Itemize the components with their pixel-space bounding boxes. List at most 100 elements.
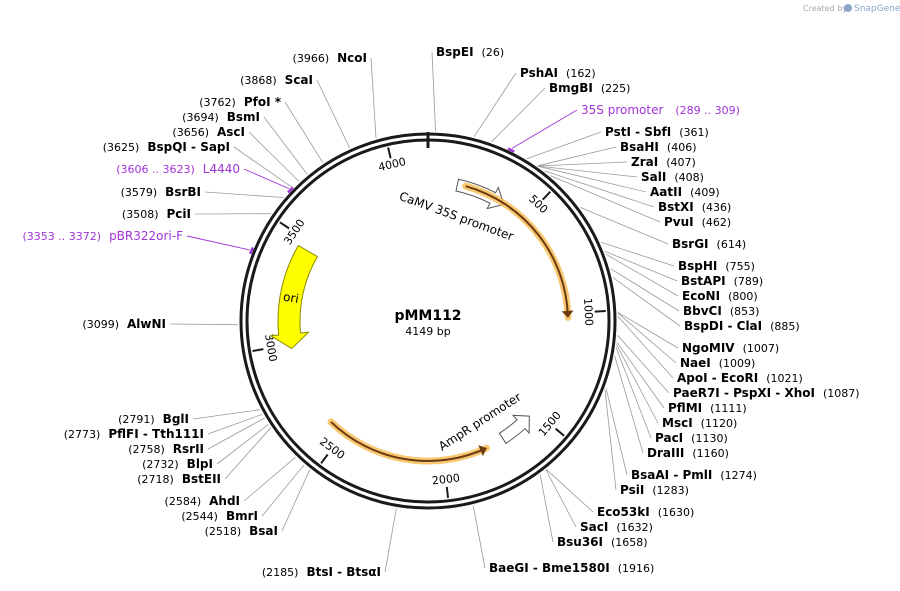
primers: 35S promoter(289 .. 309) (3606 .. 3623) L4… <box>23 103 740 255</box>
credit-brand: SnapGene <box>854 4 900 14</box>
site-label-scai: (3868)ScaI <box>240 73 313 87</box>
credit-prefix: Created by <box>803 4 847 13</box>
site-leader-line <box>538 165 647 193</box>
site-name-pflfi-tth111i: PflFI - Tth111I <box>108 427 204 441</box>
tick-mark <box>554 427 565 437</box>
site-pos-alwni: (3099) <box>82 318 119 331</box>
site-label-psti-sbfi: PstI - SbfI(361) <box>605 125 709 139</box>
site-pos-eco53ki: (1630) <box>658 506 695 519</box>
site-name-btsi-bts-i: BtsI - BtsαI <box>306 565 381 579</box>
site-label-pvui: PvuI (462) <box>664 215 731 229</box>
site-leader-line <box>248 131 300 182</box>
site-name-pvui: PvuI <box>664 215 694 229</box>
site-pos-bsrbi: (3579) <box>121 186 158 199</box>
site-label-asci: (3656)AscI <box>172 125 245 139</box>
site-pos-pflmi: (1111) <box>710 402 747 415</box>
site-pos-bsu36i: (1658) <box>611 536 648 549</box>
credit: Created by SnapGene <box>803 4 900 14</box>
site-name-saci: SacI <box>580 520 608 534</box>
tick-mark <box>387 147 392 159</box>
site-pos-econi: (800) <box>728 290 758 303</box>
site-leader-line <box>617 311 679 349</box>
site-name-bsu36i: Bsu36I <box>557 535 603 549</box>
site-label-eco53ki: Eco53kI (1630) <box>597 505 694 519</box>
site-leader-line <box>580 207 669 245</box>
site-name-paci: PacI <box>655 431 683 445</box>
site-leader-line <box>281 469 311 532</box>
ampr-promoter-label: AmpR promoter <box>436 390 524 454</box>
site-label-bsmi: (3694)BsmI <box>182 110 260 124</box>
ori-arrow <box>269 244 319 350</box>
site-pos-pvui: (462) <box>702 216 732 229</box>
primer-range-l4440: (3606 .. 3623) <box>116 163 195 176</box>
site-pos-pfoi: (3762) <box>199 96 236 109</box>
site-leader-line <box>192 409 261 420</box>
site-leader-line <box>207 417 265 450</box>
site-label-bsu36i: Bsu36I (1658) <box>557 535 648 549</box>
site-label-bspdi-clai: BspDI - ClaI(885) <box>684 319 800 333</box>
site-pos-ncoi: (3966) <box>293 52 330 65</box>
tick-label: 2500 <box>317 435 347 462</box>
site-leader-line <box>604 390 617 491</box>
tick-label: 1000 <box>581 298 596 327</box>
site-name-pcii: PciI <box>167 207 192 221</box>
snapgene-logo-icon <box>844 4 852 12</box>
site-pos-psii: (1283) <box>652 484 689 497</box>
site-name-paer7i-pspxi-xhoi: PaeR7I - PspXI - XhoI <box>673 386 815 400</box>
primer-name-pbr322ori-f: pBR322ori-F <box>109 229 183 243</box>
site-leader-line <box>616 341 665 409</box>
site-pos-bspqi-sapi: (3625) <box>103 141 140 154</box>
site-pos-aatii: (409) <box>690 186 720 199</box>
cds-arc <box>330 421 487 462</box>
site-pos-pcii: (3508) <box>122 208 159 221</box>
site-name-eco53ki: Eco53kI <box>597 505 650 519</box>
site-leader-line <box>261 464 305 517</box>
site-leader-line <box>216 423 269 465</box>
site-name-draiii: DraIII <box>647 446 684 460</box>
site-pos-baegi-bme1580i: (1916) <box>618 562 655 575</box>
site-label-pflmi: PflMI (1111) <box>668 401 747 415</box>
site-pos-pflfi-tth111i: (2773) <box>64 428 101 441</box>
primer-label-35s-promoter: 35S promoter(289 .. 309) <box>581 103 740 117</box>
site-label-pcii: (3508) PciI <box>122 207 191 221</box>
site-label-paci: PacI(1130) <box>655 431 728 445</box>
tick-mark <box>445 486 450 498</box>
site-leader-line <box>370 57 377 139</box>
site-name-pflmi: PflMI <box>668 401 702 415</box>
site-label-pfoi: (3762)PfoI * <box>199 95 281 109</box>
site-name-scai: ScaI <box>285 73 313 87</box>
site-name-bmgbi: BmgBI <box>549 81 593 95</box>
site-name-psti-sbfi: PstI - SbfI <box>605 125 671 139</box>
site-leader-line <box>204 191 284 198</box>
primer-range-35s-promoter: (289 .. 309) <box>675 104 740 117</box>
site-label-bstxi: BstXI(436) <box>658 200 731 214</box>
site-label-bspei: BspEI(26) <box>436 45 504 59</box>
cds-arrowhead <box>561 310 574 318</box>
site-leader-line <box>472 505 486 569</box>
plasmid-name: pMM112 <box>394 308 461 324</box>
site-leader-line <box>617 335 670 394</box>
site-name-bsphi: BspHI <box>678 259 717 273</box>
site-label-bsai: (2518)BsaI <box>205 524 278 538</box>
site-leader-line <box>537 146 617 167</box>
primer-name-l4440: L4440 <box>203 162 240 176</box>
center-title: pMM112 4149 bp <box>394 308 461 338</box>
site-name-bsteii: BstEII <box>182 472 221 486</box>
site-pos-sali: (408) <box>674 171 704 184</box>
tick-mark <box>320 453 329 464</box>
cds-arc <box>465 185 569 318</box>
site-leader-line <box>491 87 546 143</box>
site-leader-line <box>604 250 678 282</box>
primer-mark-pbr322ori-f <box>249 247 254 255</box>
site-label-alwni: (3099) AlwNI <box>82 317 166 331</box>
site-pos-bsai: (2518) <box>205 525 242 538</box>
site-name-alwni: AlwNI <box>127 317 166 331</box>
site-name-rsrii: RsrII <box>173 442 204 456</box>
site-leader-line <box>384 508 397 573</box>
site-leader-line <box>617 316 674 379</box>
site-label-msci: MscI(1120) <box>662 416 737 430</box>
site-pos-bsrgi: (614) <box>717 238 747 251</box>
site-pos-bsphi: (755) <box>725 260 755 273</box>
primer-range-pbr322ori-f: (3353 .. 3372) <box>23 230 102 243</box>
site-label-psii: PsiI(1283) <box>620 483 689 497</box>
